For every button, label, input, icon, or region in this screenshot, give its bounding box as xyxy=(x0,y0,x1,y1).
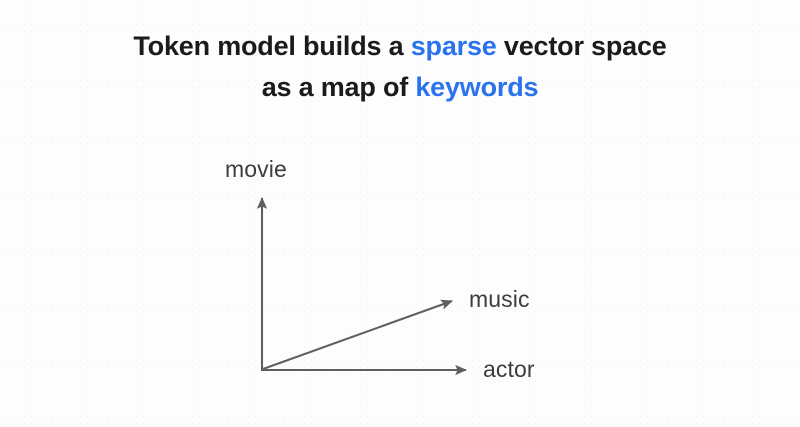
axis-label-actor: actor xyxy=(483,356,535,382)
page-title-line-1-text-b: vector space xyxy=(496,31,667,61)
page-title-line-2-text-a: as a map of xyxy=(261,72,416,102)
axis-label-movie: movie xyxy=(225,156,287,182)
page-title-line-2: as a map of keywords xyxy=(0,67,800,108)
page-title-accent-sparse: sparse xyxy=(410,31,497,61)
axis-label-music: music xyxy=(469,286,530,312)
page-title-accent-keywords: keywords xyxy=(415,72,539,102)
diagonal-vector-line xyxy=(262,299,453,370)
page-title: Token model builds a sparse vector space… xyxy=(0,26,800,108)
page-title-line-1: Token model builds a sparse vector space xyxy=(0,26,800,67)
page-title-line-1-text-a: Token model builds a xyxy=(133,31,411,61)
